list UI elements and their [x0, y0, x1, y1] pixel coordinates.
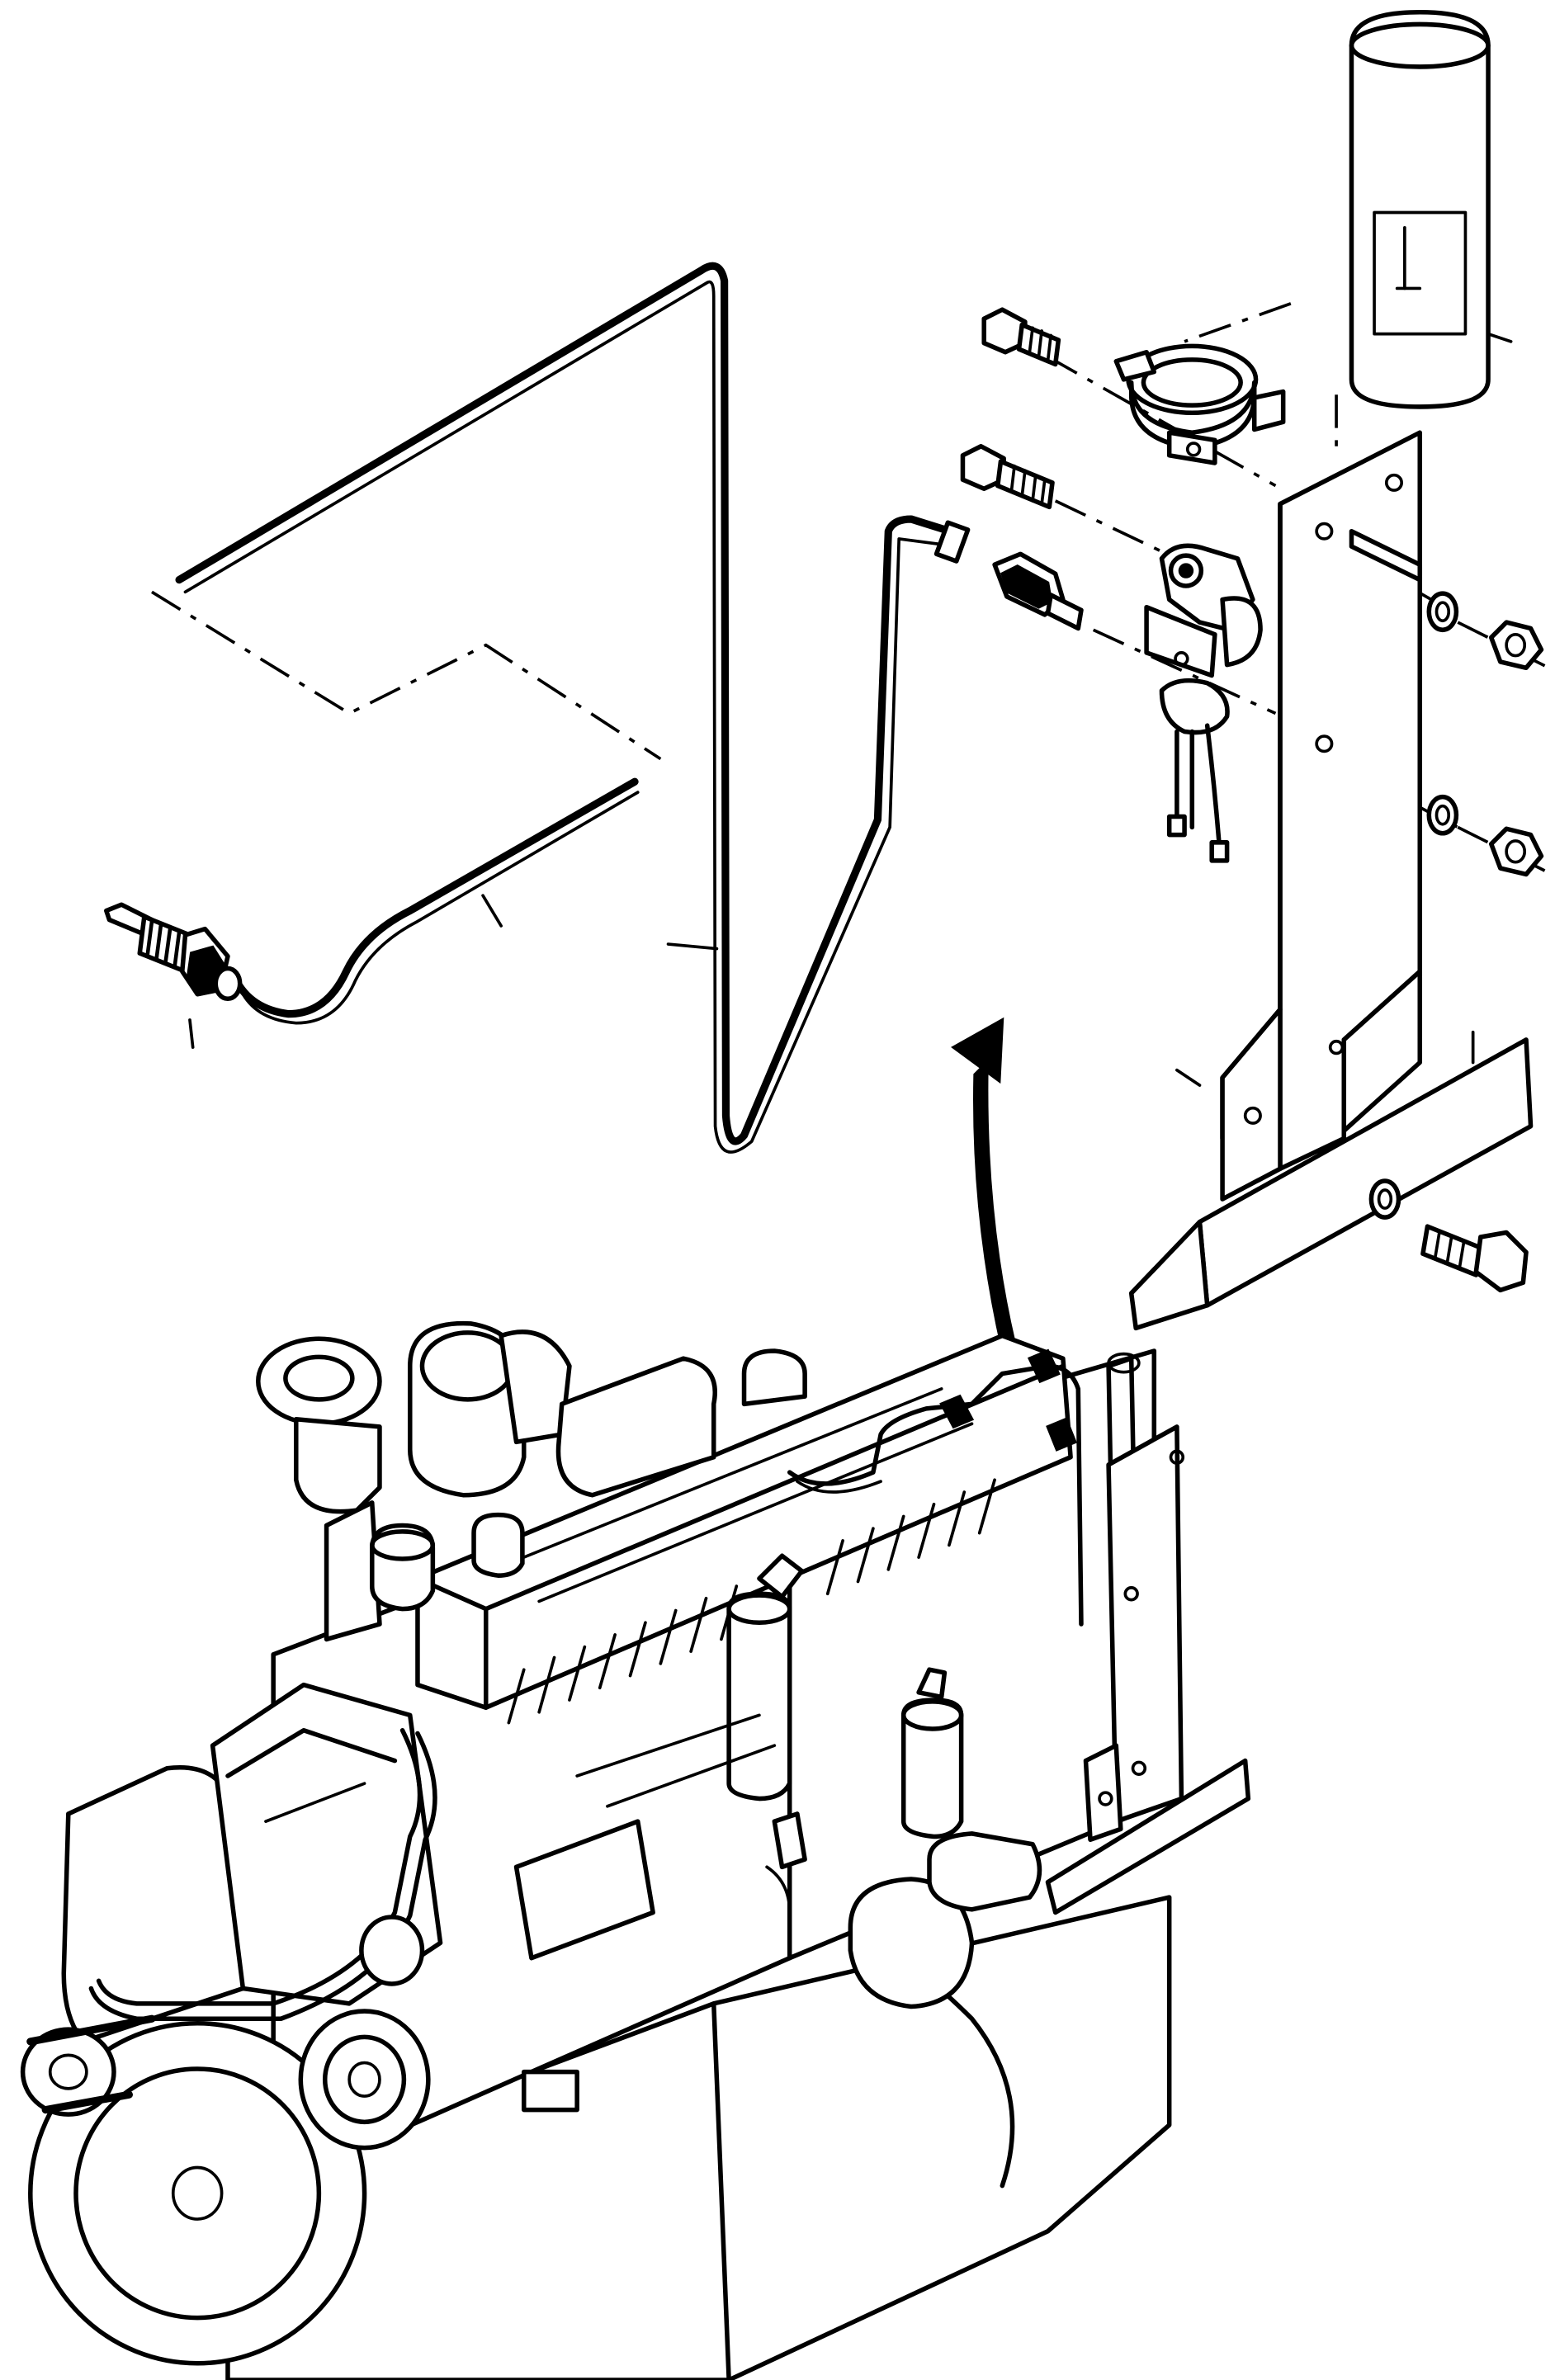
location-arrow-icon — [951, 1017, 1017, 1350]
mounting-bracket-icon — [1128, 430, 1534, 1331]
hex-bolt-icon — [981, 307, 1061, 367]
hex-bolt-icon — [1420, 1224, 1529, 1293]
hex-nut-icon — [1488, 620, 1544, 671]
mounting-clamp-icon — [1113, 343, 1286, 465]
temperature-sender-icon — [104, 902, 243, 1049]
receiver-drier-canister-icon — [1349, 9, 1513, 409]
lock-washer-icon — [1426, 591, 1459, 633]
capillary-tube-icon — [175, 262, 971, 1154]
engine-assembly-icon — [20, 1320, 1251, 2380]
expansion-valve-icon — [1144, 543, 1263, 863]
lock-washer-icon — [1368, 1178, 1401, 1220]
hex-bolt-icon — [960, 443, 1055, 510]
hex-nut-icon — [1488, 826, 1544, 877]
pressure-switch-icon — [992, 551, 1084, 631]
lock-washer-icon — [1426, 794, 1459, 836]
